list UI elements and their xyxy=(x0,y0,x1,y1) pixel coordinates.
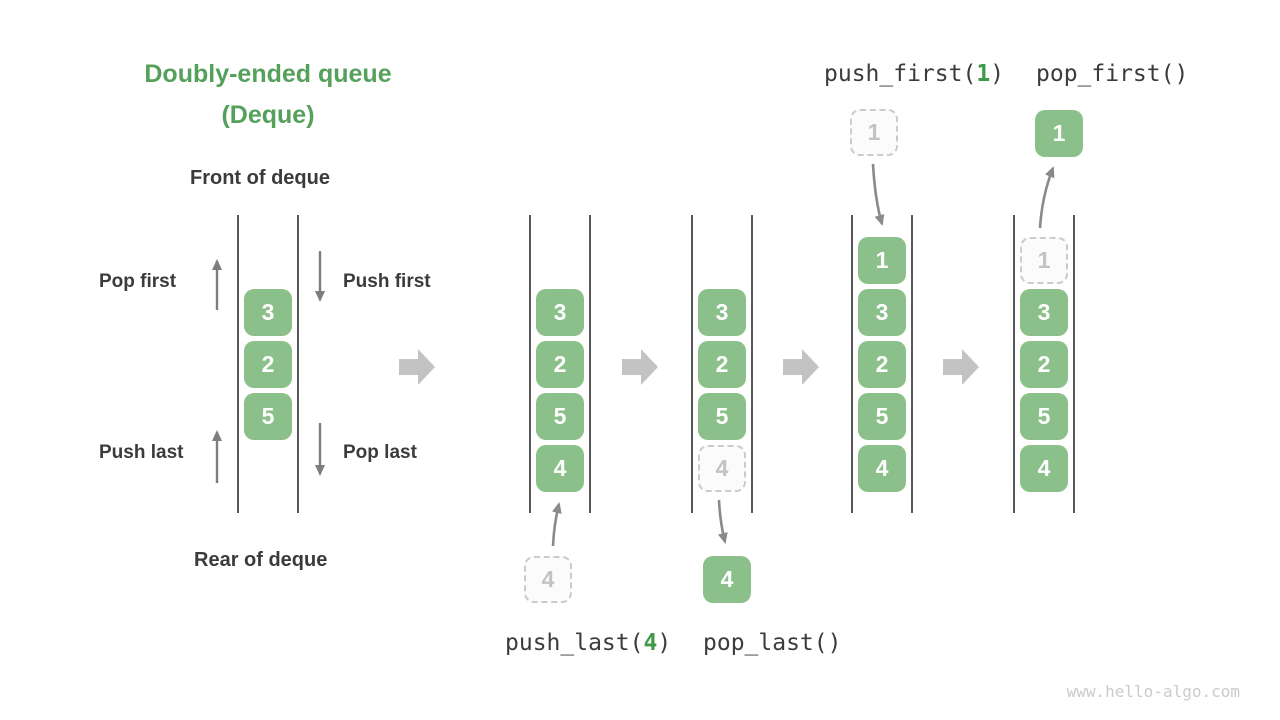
deque-cell: 3 xyxy=(1020,289,1068,336)
queue-wall-left xyxy=(851,215,853,513)
deque-cell: 4 xyxy=(858,445,906,492)
step-arrow-icon xyxy=(399,349,435,385)
queue-wall-left xyxy=(529,215,531,513)
code-prefix: pop_first( xyxy=(1036,61,1175,87)
figure-title-line1: Doubly-ended queue xyxy=(144,60,392,88)
deque-state-push-first: 1 3 2 5 4 xyxy=(851,215,913,513)
incoming-cell: 1 xyxy=(850,109,898,156)
code-prefix: pop_last( xyxy=(703,630,828,656)
pop-last-remove-arrow-icon xyxy=(717,499,728,544)
code-suffix: ) xyxy=(657,630,672,656)
deque-state-pop-first: 1 3 2 5 4 xyxy=(1013,215,1075,513)
step-arrow-icon xyxy=(943,349,979,385)
deque-cell: 3 xyxy=(244,289,292,336)
code-suffix: ) xyxy=(990,61,1005,87)
deque-cell: 4 xyxy=(1020,445,1068,492)
queue-wall-left xyxy=(691,215,693,513)
pop-last-code-label: pop_last() xyxy=(703,630,841,656)
queue-wall-right xyxy=(911,215,913,513)
deque-cell: 2 xyxy=(1020,341,1068,388)
deque-cell: 3 xyxy=(858,289,906,336)
step-arrow-icon xyxy=(622,349,658,385)
push-last-insert-arrow-icon xyxy=(551,502,562,547)
deque-cell: 3 xyxy=(536,289,584,336)
deque-cell: 4 xyxy=(536,445,584,492)
push-last-code-label: push_last(4) xyxy=(505,630,671,656)
pop-first-remove-arrow-icon xyxy=(1038,166,1055,229)
code-arg: 4 xyxy=(643,630,658,656)
pop-first-code-label: pop_first() xyxy=(1036,61,1188,87)
push-last-label: Push last xyxy=(99,442,184,463)
push-first-down-arrow-icon xyxy=(315,251,325,302)
deque-cell: 5 xyxy=(244,393,292,440)
push-first-label: Push first xyxy=(343,271,431,292)
step-arrow-icon xyxy=(783,349,819,385)
code-suffix: ) xyxy=(827,630,842,656)
deque-state-pop-last: 3 2 5 4 xyxy=(691,215,753,513)
rear-of-deque-label: Rear of deque xyxy=(194,549,328,571)
incoming-cell: 4 xyxy=(524,556,572,603)
deque-cell: 3 xyxy=(698,289,746,336)
deque-cell-ghost: 1 xyxy=(1020,237,1068,284)
pop-last-label: Pop last xyxy=(343,442,417,463)
deque-cell: 5 xyxy=(858,393,906,440)
deque-cell: 2 xyxy=(244,341,292,388)
queue-wall-left xyxy=(1013,215,1015,513)
deque-state-push-last: 3 2 5 4 xyxy=(529,215,591,513)
figure-title-line2: (Deque) xyxy=(221,101,315,129)
deque-cell: 5 xyxy=(536,393,584,440)
queue-wall-right xyxy=(1073,215,1075,513)
queue-wall-left xyxy=(237,215,239,513)
push-first-code-label: push_first(1) xyxy=(824,61,1004,87)
deque-cell: 1 xyxy=(858,237,906,284)
code-arg: 1 xyxy=(976,61,991,87)
pop-first-up-arrow-icon xyxy=(212,259,222,310)
code-suffix: ) xyxy=(1174,61,1189,87)
code-prefix: push_first( xyxy=(824,61,977,87)
code-prefix: push_last( xyxy=(505,630,644,656)
pop-last-down-arrow-icon xyxy=(315,423,325,476)
deque-cell: 2 xyxy=(698,341,746,388)
queue-wall-right xyxy=(297,215,299,513)
queue-wall-right xyxy=(751,215,753,513)
pop-first-label: Pop first xyxy=(99,271,177,292)
popped-cell: 4 xyxy=(703,556,751,603)
deque-state-initial: 3 2 5 xyxy=(237,215,299,513)
deque-cell: 5 xyxy=(1020,393,1068,440)
figure-title: Doubly-ended queue (Deque) xyxy=(118,54,418,136)
deque-cell: 5 xyxy=(698,393,746,440)
front-of-deque-label: Front of deque xyxy=(190,167,330,189)
queue-wall-right xyxy=(589,215,591,513)
watermark: www.hello-algo.com xyxy=(1066,682,1240,701)
push-last-up-arrow-icon xyxy=(212,430,222,483)
deque-cell-ghost: 4 xyxy=(698,445,746,492)
popped-cell: 1 xyxy=(1035,110,1083,157)
deque-cell: 2 xyxy=(536,341,584,388)
deque-cell: 2 xyxy=(858,341,906,388)
push-first-insert-arrow-icon xyxy=(871,163,885,226)
